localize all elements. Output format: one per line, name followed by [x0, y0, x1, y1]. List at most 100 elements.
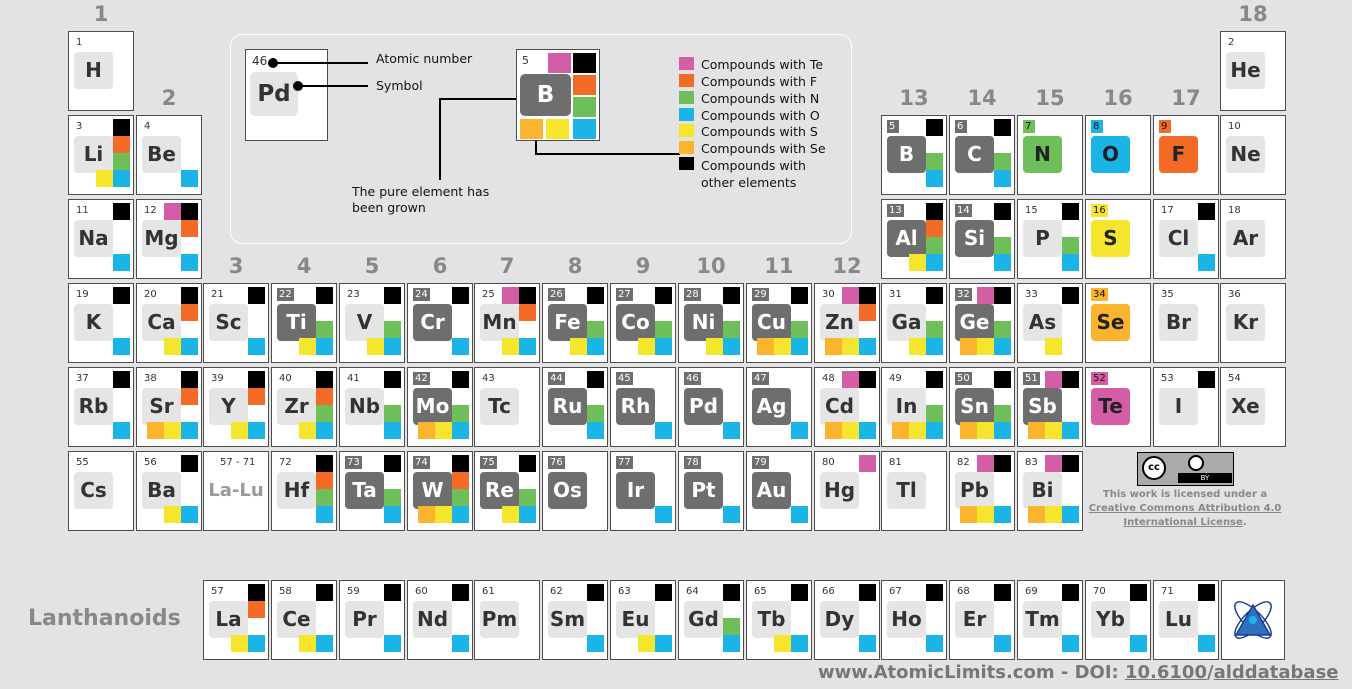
element-symbol: Rb: [74, 388, 113, 425]
compound-square-o: [316, 506, 333, 523]
compound-square-x: [316, 455, 333, 472]
element-symbol: Sr: [142, 388, 181, 425]
cc-by-badge[interactable]: cc BY: [1137, 452, 1234, 486]
atomic-number: 27: [616, 288, 633, 301]
license-link[interactable]: Creative Commons Attribution 4.0 Interna…: [1088, 503, 1282, 528]
footer-doi-suffix[interactable]: alddatabase: [1213, 662, 1339, 683]
footer-site[interactable]: www.AtomicLimits.com - DOI:: [818, 662, 1125, 683]
footer-doi-prefix[interactable]: 10.6100: [1125, 662, 1207, 683]
element-symbol: He: [1226, 52, 1265, 89]
element-symbol: I: [1159, 388, 1198, 425]
compound-square-n: [926, 405, 943, 422]
legend-label: Compounds with F: [701, 74, 818, 89]
compound-square-s: [502, 506, 519, 523]
compound-square-o: [994, 254, 1011, 271]
